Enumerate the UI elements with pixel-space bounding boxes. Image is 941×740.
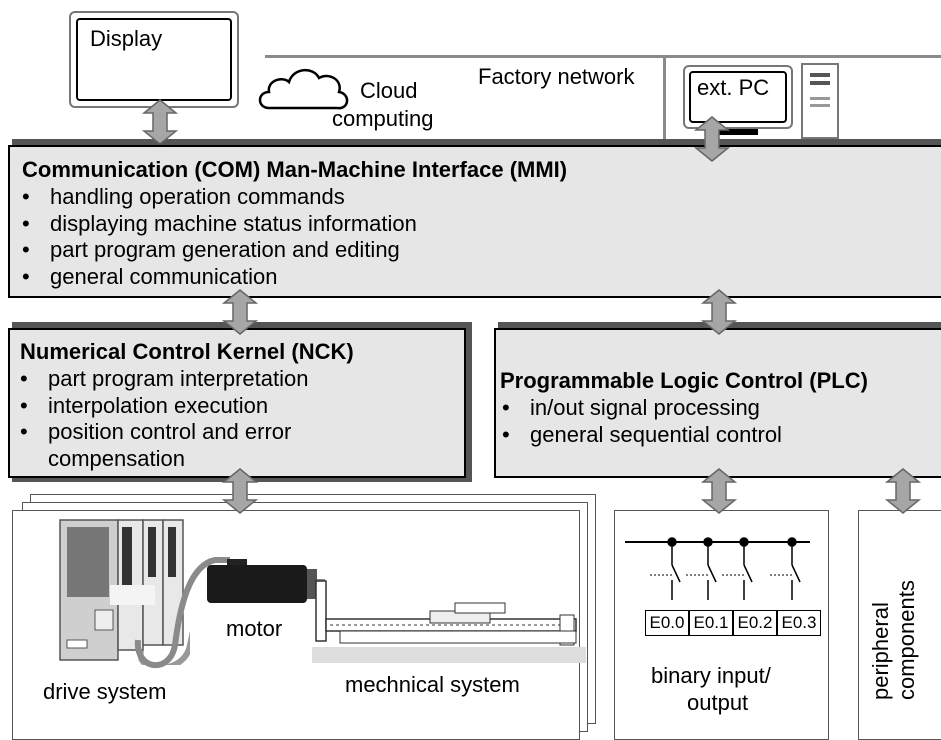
display-screen: Display — [76, 18, 232, 101]
plc-list: in/out signal processing general sequent… — [500, 395, 782, 448]
plc-item: in/out signal processing — [500, 395, 782, 422]
pc-tower — [801, 63, 839, 139]
io-channel: E0.3 — [777, 610, 821, 636]
plc-title: Programmable Logic Control (PLC) — [500, 368, 868, 393]
motor-cable — [134, 557, 230, 668]
ext-pc-label: ext. PC — [697, 75, 770, 100]
nck-item-continued: compensation — [48, 445, 185, 471]
io-schematic — [625, 537, 810, 600]
cloud-icon — [258, 69, 349, 110]
ext-pc-screen: ext. PC — [689, 71, 787, 123]
mmi-item: handling operation commands — [20, 184, 417, 211]
pc-tower-slot — [810, 73, 830, 77]
mechanical-system-illustration — [312, 580, 586, 663]
nck-title: Numerical Control Kernel (NCK) — [20, 339, 354, 364]
drive-system-label: drive system — [43, 679, 167, 704]
mmi-list: handling operation commands displaying m… — [20, 184, 417, 290]
nck-list: part program interpretation interpolatio… — [18, 366, 308, 472]
mmi-box: Communication (COM) Man-Machine Interfac… — [8, 145, 941, 298]
io-channel: E0.2 — [733, 610, 777, 636]
plc-box: Programmable Logic Control (PLC) in/out … — [494, 328, 941, 478]
nck-item: position control and error — [18, 419, 308, 446]
plc-item: general sequential control — [500, 422, 782, 449]
pc-tower-slot — [810, 97, 830, 100]
mmi-item: part program generation and editing — [20, 237, 417, 264]
peripheral-label-line1: peripheral — [868, 602, 893, 700]
nck-item: interpolation execution — [18, 393, 308, 420]
factory-network-label: Factory network — [478, 64, 635, 89]
display-label: Display — [90, 26, 163, 51]
nck-item: part program interpretation — [18, 366, 308, 393]
pc-tower-slot — [810, 104, 830, 107]
pc-tower-slot — [810, 81, 830, 85]
drive-system-illustration — [59, 519, 190, 665]
factory-network-line — [265, 55, 941, 58]
peripheral-label-line2: components — [894, 580, 919, 700]
mmi-item: general communication — [20, 264, 417, 291]
mmi-item: displaying machine status information — [20, 211, 417, 238]
display-monitor: Display — [69, 11, 239, 108]
io-channel: E0.1 — [689, 610, 733, 636]
peripheral-label: peripheral components — [868, 530, 928, 700]
cloud-label-line1: Cloud — [360, 78, 418, 103]
ext-pc-stand — [718, 129, 758, 135]
io-label-line2: output — [687, 690, 749, 715]
ext-pc-monitor: ext. PC — [683, 65, 793, 129]
nck-box: Numerical Control Kernel (NCK) part prog… — [8, 328, 466, 478]
motor-icon — [207, 559, 325, 603]
network-drop-line — [663, 57, 666, 143]
mechanical-system-label: mechnical system — [345, 672, 520, 697]
cloud-label-line2: computing — [332, 106, 434, 131]
io-channel: E0.0 — [645, 610, 689, 636]
motor-label: motor — [226, 616, 283, 641]
mmi-shadow — [12, 139, 941, 147]
io-label-line1: binary input/ — [651, 663, 771, 688]
mmi-title: Communication (COM) Man-Machine Interfac… — [22, 157, 568, 182]
peripheral-panel — [858, 510, 941, 740]
